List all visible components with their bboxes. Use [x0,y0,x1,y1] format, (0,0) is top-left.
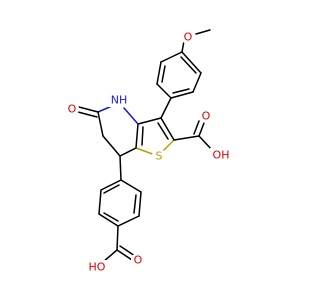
lactam-oxygen: O [65,102,79,116]
bond-aryl-cooh [116,225,119,251]
bond-ar1 [160,51,183,63]
bond-c5-c6 [97,111,104,137]
lactam-oxygen-label: O [68,103,77,116]
bond-br1 [100,179,122,191]
bond-cooh-o2-bottom [119,245,136,257]
bond-c7-c7a [119,147,137,157]
molecule-structure-diagram: O NH O S O OH O HO [65,29,232,274]
bond-ar6 [181,51,202,74]
thiophene-sulfur: S [152,149,166,163]
carboxyl-oxygen-bottom-label: O [134,254,143,267]
bond-br6 [120,179,142,193]
bond-ar2 [156,61,162,85]
bond-ar2-inner [161,65,166,83]
carboxyl-oxygen-bottom: O [131,253,145,267]
sulfur-label: S [156,150,163,163]
bond-br5-inner [133,194,137,214]
bond-br3-inner [103,212,119,222]
bond-br4 [117,215,140,227]
bond-c2-cooh [173,135,200,141]
bond-cooh-o1-bottom [116,249,133,261]
bond-br5 [138,191,142,217]
carboxyl-hydroxyl-bottom-label: HO [89,261,106,274]
bond-ar3 [156,83,172,99]
bond-cooh-o1 [198,122,205,137]
bonds [77,29,214,263]
bond-ar5 [192,72,202,93]
bond-c5-o2 [77,111,98,118]
nh-label: NH [111,94,128,107]
bond-br3 [98,213,119,227]
bond-c7-aryl [119,155,122,181]
bond-ar4-inner [172,88,190,94]
nh-group: NH [108,93,130,107]
bond-c6-c7 [102,135,121,157]
bond-c5-o1 [78,106,99,113]
carboxyl-oxygen-right: O [199,109,213,123]
bond-cooh-o2 [193,120,200,135]
bond-c2-c3-inner [157,122,169,140]
carboxyl-oxygen-right-label: O [202,110,211,123]
bond-aryl-thiophene [160,97,172,119]
carboxyl-hydroxyl-right-label: OH [213,149,230,162]
bond-c3a-n [123,107,139,125]
methoxy-oxygen: O [181,30,195,44]
methoxy-oxygen-label: O [184,31,193,44]
bond-c3a-c7a [135,123,139,149]
bond-c3-c3a [137,117,162,125]
bond-c3a-c7a-inner [141,126,144,146]
bond-ar4 [170,91,194,99]
atom-labels: O NH O S O OH O HO [65,30,232,274]
bond-br1-inner [103,184,120,194]
bond-o-aryl [181,40,185,53]
bond-c2-c3 [160,117,175,141]
bond-ar6-inner [180,56,197,74]
carboxyl-hydroxyl-bottom: HO [86,260,108,274]
bond-methyl-o [195,29,211,35]
carboxyl-hydroxyl-right: OH [210,148,232,162]
bond-br2 [98,189,102,215]
